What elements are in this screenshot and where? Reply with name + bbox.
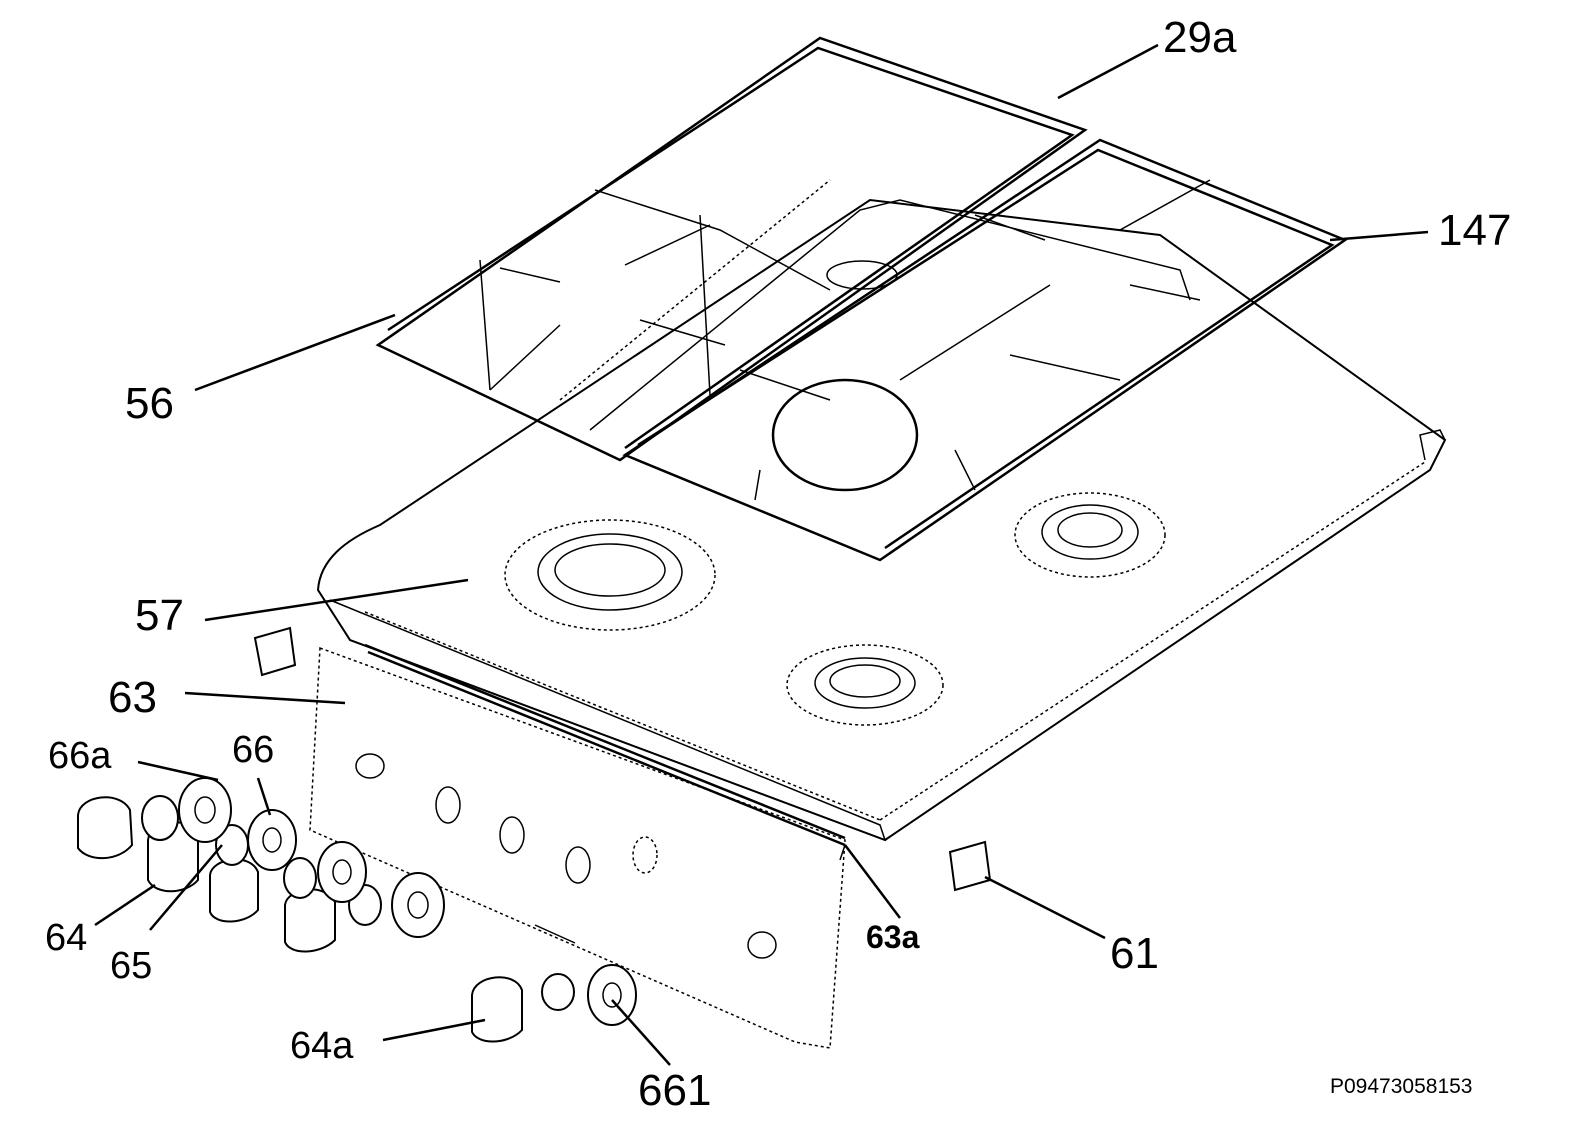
callout-65: 65 — [110, 945, 152, 987]
control-panel — [309, 643, 846, 1049]
knob-group-left — [77, 777, 445, 953]
clips — [253, 626, 992, 892]
callout-64a: 64a — [290, 1025, 354, 1067]
burner-rear-right — [1014, 492, 1166, 578]
knob-group-bottom — [471, 964, 637, 1043]
callout-56: 56 — [125, 379, 174, 428]
callout-29a: 29a — [1163, 13, 1237, 62]
callout-64: 64 — [45, 917, 87, 959]
callout-63: 63 — [108, 673, 157, 722]
callout-63a: 63a — [866, 919, 920, 955]
cooktop-body — [316, 179, 1447, 842]
callout-labels: 29a 147 56 57 63 66a 66 64 65 63a 61 64a… — [45, 13, 1511, 1115]
leader-lines — [94, 43, 1429, 1066]
callout-661: 661 — [638, 1066, 711, 1115]
callout-66a: 66a — [48, 735, 112, 777]
reference-code: P09473058153 — [1330, 1075, 1472, 1098]
callout-61: 61 — [1110, 929, 1159, 978]
callout-147: 147 — [1438, 206, 1511, 255]
callout-57: 57 — [135, 591, 184, 640]
burner-front-left — [504, 519, 716, 631]
burner-front-right — [786, 644, 944, 726]
pan-support-left — [375, 36, 1088, 462]
callout-66: 66 — [232, 729, 274, 771]
